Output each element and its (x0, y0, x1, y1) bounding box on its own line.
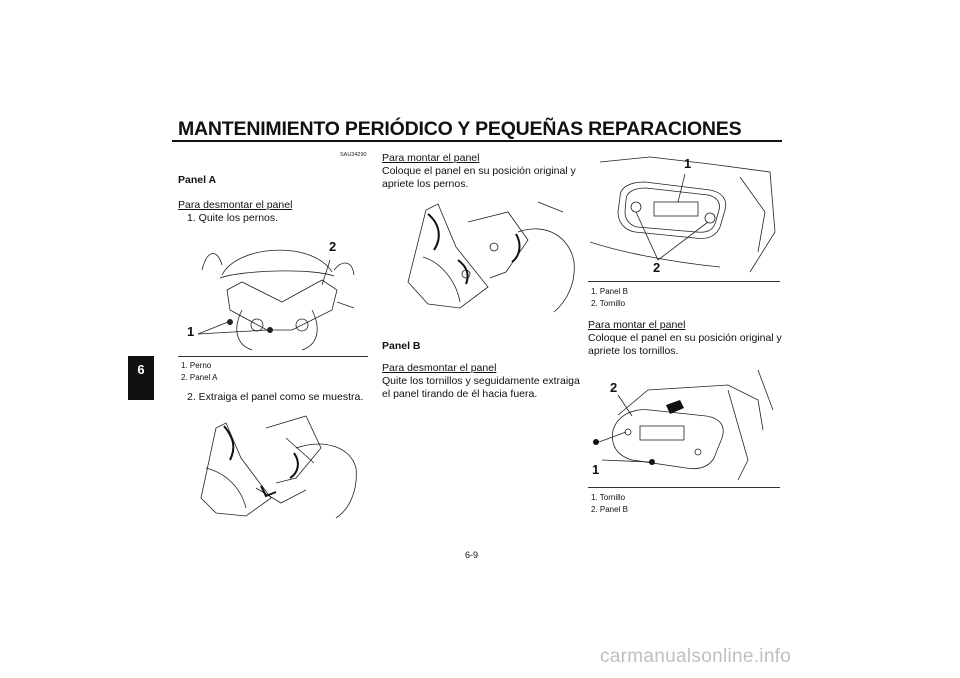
page-title: MANTENIMIENTO PERIÓDICO Y PEQUEÑAS REPAR… (178, 118, 742, 140)
step-1-text: 1. Quite los pernos. (187, 212, 279, 224)
fig1-caption-1: 1. Perno (181, 361, 212, 370)
panel-b-install-illustration (593, 369, 774, 481)
remove-panel-b-line-1: Quite los tornillos y seguidamente extra… (382, 375, 580, 387)
panel-a-install-illustration (407, 201, 575, 313)
figure-panel-a-install (398, 192, 578, 320)
install-panel-b-line-1: Coloque el panel en su posición original… (588, 332, 782, 344)
fig1-callout-1: 1 (187, 324, 195, 339)
figure-panel-b-install: 2 1 (588, 360, 780, 484)
fig1-callout-2: 2 (329, 239, 337, 254)
fig3-caption-2: 2. Tornillo (591, 299, 626, 308)
watermark: carmanualsonline.info (600, 646, 792, 667)
fig4-callout-2: 2 (610, 380, 618, 395)
fig3-callout-1: 1 (684, 156, 692, 171)
panel-b-heading: Panel B (382, 340, 421, 352)
install-panel-b-line-2: apriete los tornillos. (588, 345, 679, 357)
fig4-caption-1: 1. Tornillo (591, 493, 626, 502)
scooter-front-illustration (197, 249, 355, 351)
install-panel-a-line-2: apriete los pernos. (382, 178, 469, 190)
fig3-callout-2: 2 (653, 260, 661, 275)
install-panel-a-line-1: Coloque el panel en su posición original… (382, 165, 576, 177)
figure-panel-b-screws: 1 2 (590, 152, 780, 278)
section-code: SAU34290 (340, 152, 367, 158)
fig1-caption-2: 2. Panel A (181, 373, 218, 382)
fig4-caption-rule (588, 487, 780, 488)
fig3-caption-1: 1. Panel B (591, 287, 628, 296)
panel-a-removal-illustration (200, 415, 357, 519)
fig4-callout-1: 1 (592, 462, 600, 477)
title-rule (172, 140, 782, 142)
remove-panel-b-heading: Para desmontar el panel (382, 362, 497, 374)
install-panel-b-heading: Para montar el panel (588, 319, 686, 331)
step-2-text: 2. Extraiga el panel como se muestra. (187, 391, 364, 403)
fig4-caption-2: 2. Panel B (591, 505, 628, 514)
figure-panel-a-removal (186, 408, 368, 526)
remove-panel-b-line-2: el panel tirando de él hacia fuera. (382, 388, 538, 400)
chapter-tab: 6 (128, 356, 154, 400)
page-number: 6-9 (465, 550, 479, 560)
fig1-caption-rule (178, 356, 368, 357)
remove-panel-a-heading: Para desmontar el panel (178, 199, 293, 211)
figure-panel-a-bolts: 2 1 (182, 230, 368, 354)
panel-b-location-illustration (590, 156, 776, 273)
panel-a-heading: Panel A (178, 174, 217, 186)
fig3-caption-rule (588, 281, 780, 282)
install-panel-a-heading: Para montar el panel (382, 152, 480, 164)
